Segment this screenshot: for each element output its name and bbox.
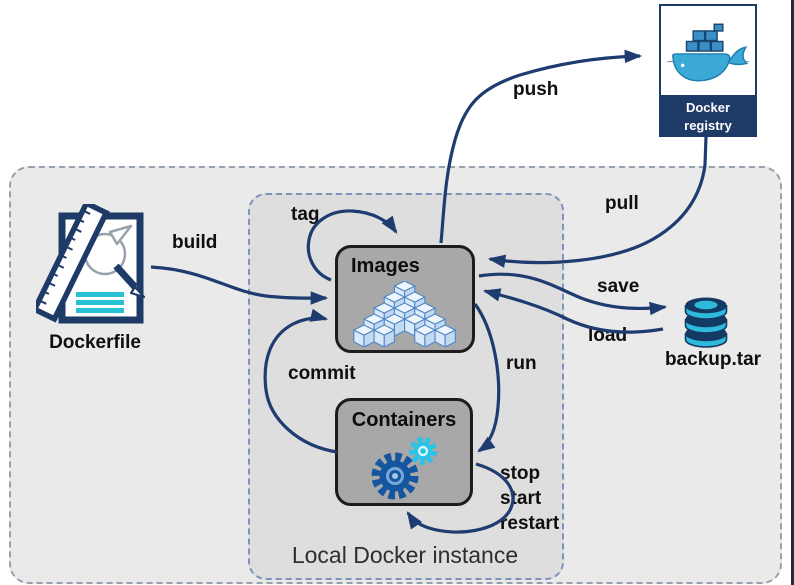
edge-label-load: load — [588, 325, 628, 346]
edge-label-save: save — [597, 276, 640, 297]
large-gear-icon — [371, 452, 419, 500]
edge-label-pull: pull — [605, 193, 639, 214]
containers-node-title: Containers — [351, 409, 457, 431]
edge-label-build: build — [172, 232, 218, 253]
images-node: Images — [335, 245, 475, 353]
edge-label-stop-start-restart: stop start restart — [500, 461, 559, 536]
containers-node: Containers — [335, 398, 473, 506]
dockerfile-document-icon — [36, 204, 146, 324]
edge-label-restart: restart — [500, 513, 560, 534]
docker-registry-banner: Docker registry — [661, 95, 755, 135]
docker-registry-label-line2: registry — [684, 117, 732, 133]
docker-whale-icon — [667, 23, 749, 82]
backup-tar-label: backup.tar — [664, 349, 762, 370]
edge-label-push: push — [513, 79, 559, 100]
local-docker-instance-label: Local Docker instance — [291, 542, 519, 568]
docker-registry-node: Docker registry — [659, 4, 757, 137]
edge-label-start: start — [500, 488, 542, 509]
dockerfile-label: Dockerfile — [49, 332, 141, 353]
edge-label-tag: tag — [291, 204, 320, 225]
image-layer-cubes-icon — [353, 281, 456, 347]
images-node-title: Images — [351, 255, 420, 277]
edge-label-run: run — [506, 353, 537, 374]
screenshot-right-border — [791, 0, 794, 585]
docker-registry-label-line1: Docker — [685, 100, 731, 115]
database-cylinder-icon — [684, 297, 728, 348]
gears-icon — [371, 437, 437, 500]
small-gear-icon — [409, 437, 437, 465]
edge-label-stop: stop — [500, 463, 541, 484]
ruler-icon — [36, 204, 110, 323]
edge-label-commit: commit — [288, 363, 356, 384]
